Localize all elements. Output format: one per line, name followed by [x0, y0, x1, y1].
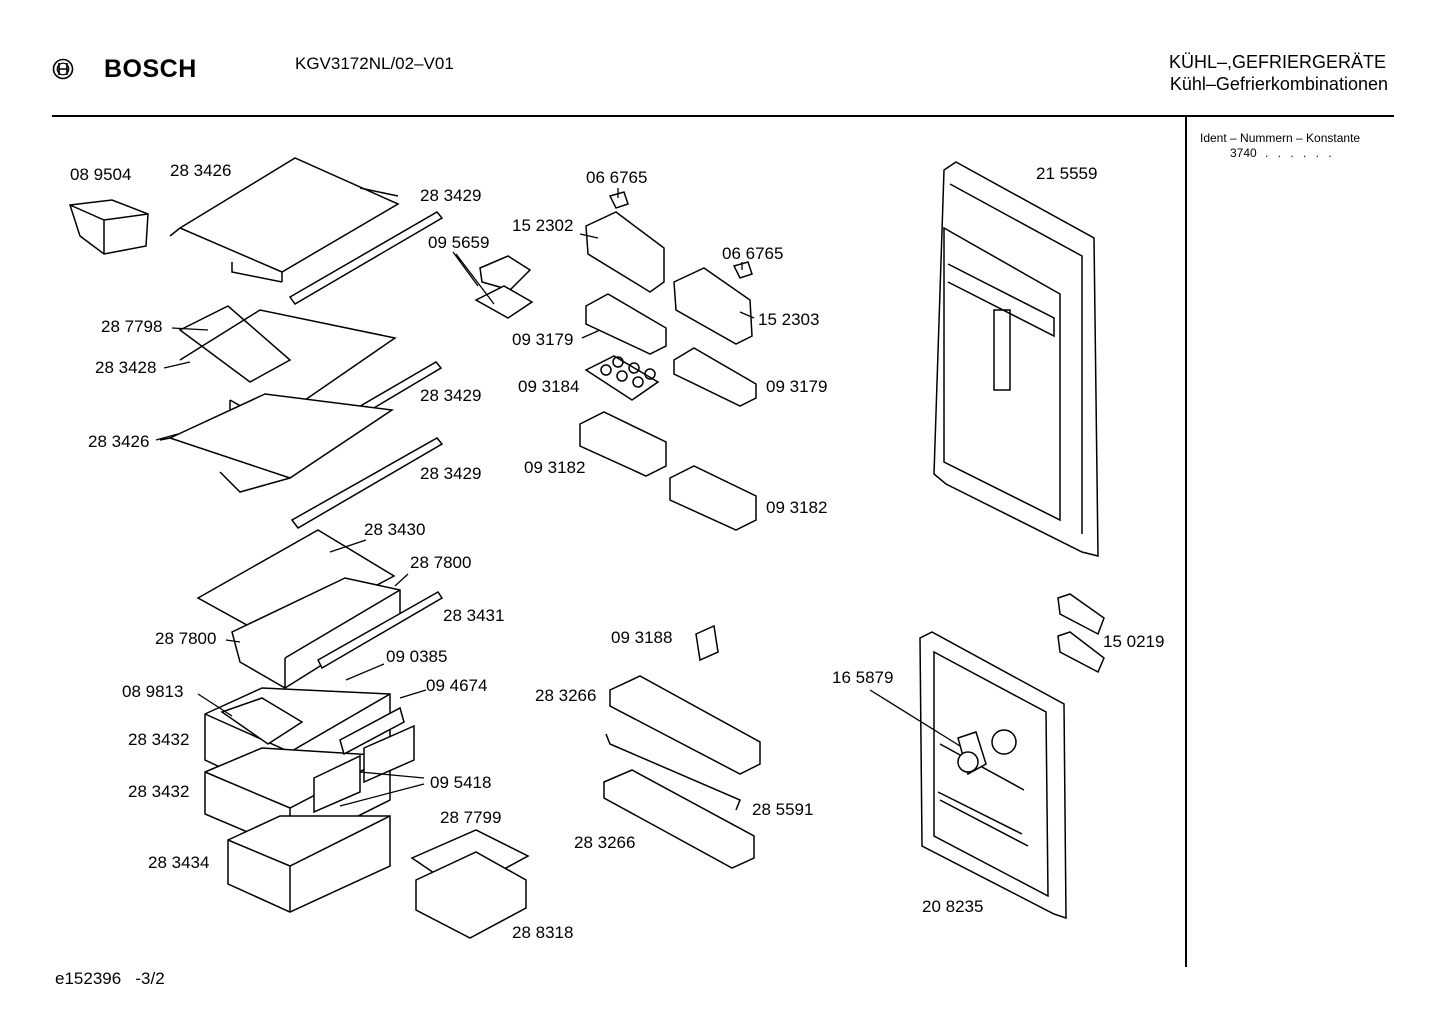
- part-152303-bin[interactable]: [673, 267, 753, 345]
- label-093182b: 09 3182: [766, 498, 827, 517]
- part-208235-freezer-door[interactable]: [919, 631, 1067, 920]
- part-094674-clip[interactable]: [339, 706, 405, 756]
- ident-value: 3740: [1230, 146, 1257, 160]
- part-095659-holder[interactable]: [474, 255, 534, 319]
- part-093179-shelf-b[interactable]: [673, 347, 757, 407]
- doc-code: e152396: [55, 969, 122, 988]
- label-093188: 09 3188: [611, 628, 672, 647]
- label-150219: 15 0219: [1103, 632, 1164, 651]
- label-283429c: 28 3429: [420, 464, 481, 483]
- label-283428: 28 3428: [95, 358, 156, 377]
- part-066765-clip-b[interactable]: [732, 261, 753, 279]
- label-287800b: 28 7800: [155, 629, 216, 648]
- part-089504-box[interactable]: [69, 199, 149, 255]
- part-152302-bin[interactable]: [585, 211, 665, 293]
- label-095418: 09 5418: [430, 773, 491, 792]
- exploded-parts-drawing: 08 9504 28 3426 28 3429 06 6765 15 2302 …: [69, 157, 1164, 942]
- part-283431-rail[interactable]: [317, 591, 444, 670]
- part-093179-shelf-a[interactable]: [585, 293, 667, 355]
- ident-dots: . . . . . .: [1265, 146, 1335, 160]
- part-283434-drawer-c[interactable]: [227, 815, 391, 913]
- footer-doc-code: e152396 -3/2: [55, 969, 165, 989]
- leader-lines: [155, 188, 961, 807]
- part-283426-shelf-top[interactable]: [169, 157, 400, 283]
- label-208235: 20 8235: [922, 897, 983, 916]
- part-066765-clip-a[interactable]: [608, 191, 629, 209]
- label-287800a: 28 7800: [410, 553, 471, 572]
- label-285591: 28 5591: [752, 800, 813, 819]
- label-093182a: 09 3182: [524, 458, 585, 477]
- brand-name: BOSCH: [104, 55, 197, 83]
- label-283429a: 28 3429: [420, 186, 481, 205]
- model-number: KGV3172NL/02–V01: [295, 54, 454, 73]
- label-283432a: 28 3432: [128, 730, 189, 749]
- part-093184-eggtray[interactable]: [584, 355, 660, 401]
- ident-heading: Ident – Nummern – Konstante: [1200, 131, 1361, 145]
- label-089813: 08 9813: [122, 682, 183, 701]
- part-215559-fridge-door[interactable]: [933, 161, 1099, 557]
- category-subtitle: Kühl–Gefrierkombinationen: [1169, 74, 1388, 94]
- label-283426b: 28 3426: [88, 432, 149, 451]
- label-283429b: 28 3429: [420, 386, 481, 405]
- label-090385: 09 0385: [386, 647, 447, 666]
- part-287798-plate[interactable]: [178, 305, 292, 383]
- category-title: KÜHL–,GEFRIERGERÄTE: [1168, 52, 1386, 72]
- part-288318-tray[interactable]: [415, 851, 527, 939]
- part-093182-shelf-a[interactable]: [579, 411, 667, 477]
- part-150219-handle[interactable]: [1057, 593, 1105, 674]
- part-165879-thermostat[interactable]: [957, 729, 1017, 776]
- label-093184: 09 3184: [518, 377, 579, 396]
- label-095659: 09 5659: [428, 233, 489, 252]
- header-divider: [52, 115, 1394, 117]
- part-labels: 08 9504 28 3426 28 3429 06 6765 15 2302 …: [70, 161, 1164, 942]
- label-283430: 28 3430: [364, 520, 425, 539]
- label-283426a: 28 3426: [170, 161, 231, 180]
- label-093179b: 09 3179: [766, 377, 827, 396]
- part-095418-panel[interactable]: [313, 724, 415, 814]
- label-283434: 28 3434: [148, 853, 209, 872]
- page-indicator: -3/2: [135, 969, 165, 988]
- label-287798: 28 7798: [101, 317, 162, 336]
- part-283266-tray-b[interactable]: [603, 769, 755, 869]
- part-283426-shelf-low[interactable]: [159, 393, 395, 493]
- sidebar-divider: [1185, 115, 1187, 967]
- label-066765a: 06 6765: [586, 168, 647, 187]
- label-089504a: 08 9504: [70, 165, 131, 184]
- label-287799: 28 7799: [440, 808, 501, 827]
- part-283266-tray-a[interactable]: [609, 675, 761, 775]
- label-283266b: 28 3266: [574, 833, 635, 852]
- label-093179a: 09 3179: [512, 330, 573, 349]
- part-285591-bar[interactable]: [605, 733, 741, 811]
- label-283266a: 28 3266: [535, 686, 596, 705]
- label-066765b: 06 6765: [722, 244, 783, 263]
- part-089813-icetray[interactable]: [220, 697, 304, 745]
- label-283432b: 28 3432: [128, 782, 189, 801]
- label-152302: 15 2302: [512, 216, 573, 235]
- label-283431: 28 3431: [443, 606, 504, 625]
- label-152303: 15 2303: [758, 310, 819, 329]
- label-215559: 21 5559: [1036, 164, 1097, 183]
- part-093182-shelf-b[interactable]: [669, 465, 757, 531]
- part-283429-rail-c[interactable]: [290, 437, 444, 529]
- part-093188-switch[interactable]: [695, 624, 719, 662]
- label-165879: 16 5879: [832, 668, 893, 687]
- bosch-logo-icon: [52, 58, 74, 80]
- part-283429-rail-a[interactable]: [288, 211, 444, 305]
- label-094674: 09 4674: [426, 676, 487, 695]
- label-288318: 28 8318: [512, 923, 573, 942]
